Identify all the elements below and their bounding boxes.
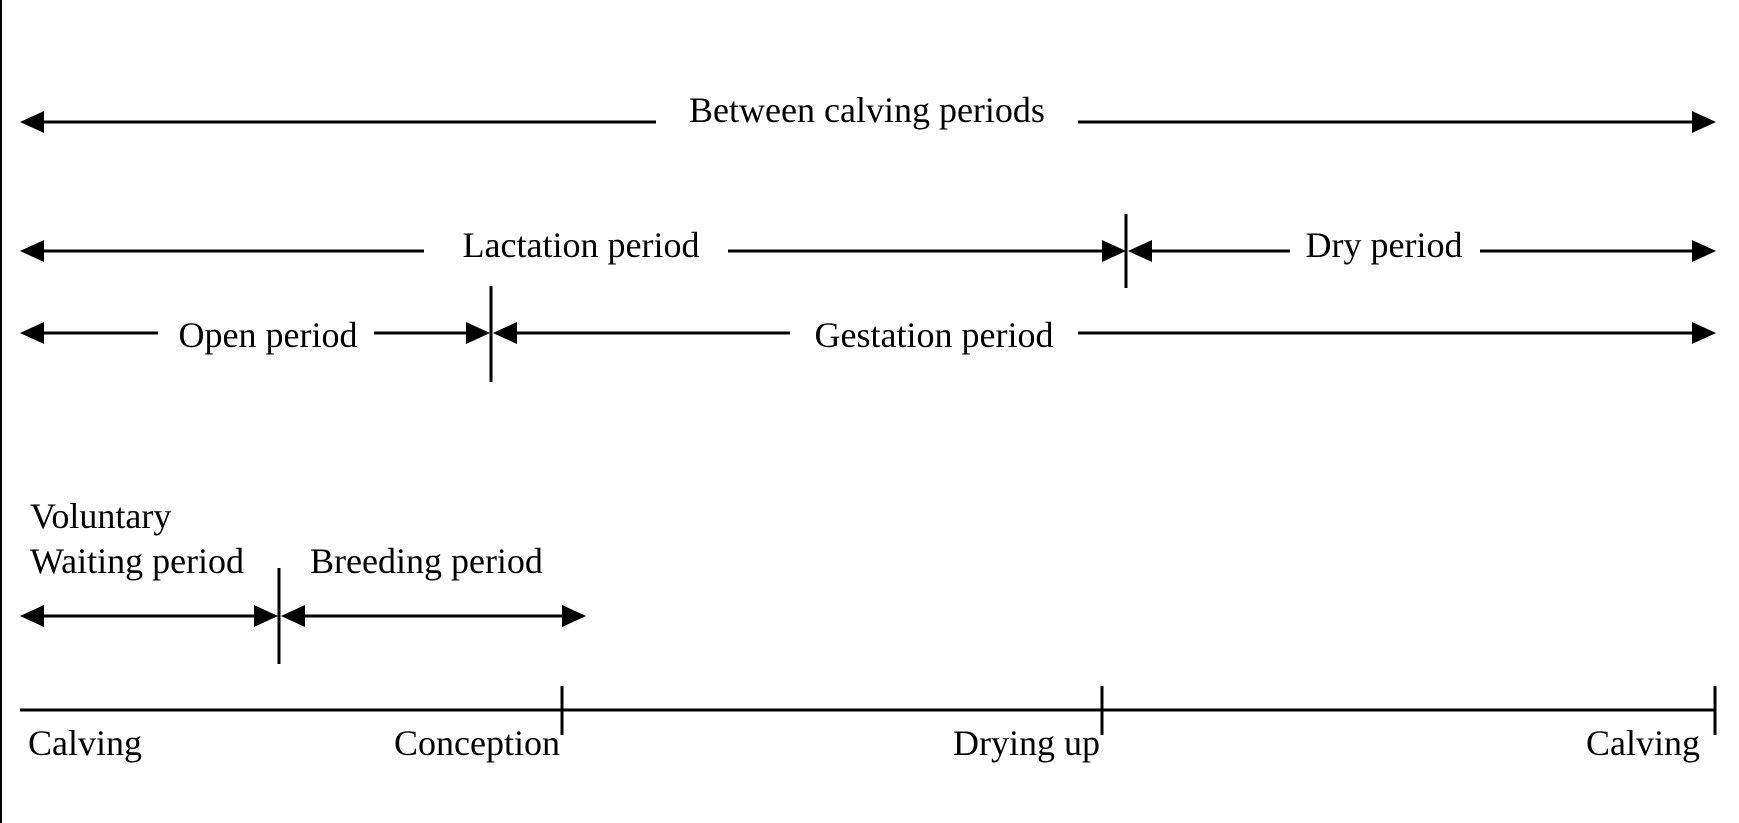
breeding-arrow [281,605,586,627]
dry-period-label: Dry period [1306,225,1463,265]
voluntary-label-line1: Voluntary [30,496,171,536]
arrowhead-left [20,240,44,262]
voluntary-waiting-arrow [20,605,278,627]
arrowhead-right [254,605,278,627]
arrowhead-right [1692,322,1716,344]
arrowhead-left [493,322,517,344]
between-calving-label: Between calving periods [689,90,1045,130]
arrowhead-left [20,322,44,344]
conception-label: Conception [394,723,560,763]
arrowhead-right [466,322,490,344]
arrowhead-left [20,111,44,133]
arrowhead-right [1692,111,1716,133]
voluntary-label-line2: Waiting period [30,541,244,581]
arrowhead-left [1128,240,1152,262]
gestation-arrow [493,322,1716,344]
arrowhead-right [562,605,586,627]
lactation-arrow [20,240,1126,262]
arrowhead-left [281,605,305,627]
calving-start-label: Calving [28,723,142,763]
lactation-label: Lactation period [463,225,700,265]
calving-end-label: Calving [1586,723,1700,763]
breeding-label: Breeding period [310,541,543,581]
open-period-arrow [20,322,490,344]
dry-period-arrow [1128,240,1716,262]
open-period-label: Open period [179,315,358,355]
arrowhead-right [1102,240,1126,262]
gestation-label: Gestation period [815,315,1054,355]
drying-up-label: Drying up [953,723,1100,763]
arrowhead-right [1692,240,1716,262]
between-calving-arrow [20,111,1716,133]
arrowhead-left [20,605,44,627]
